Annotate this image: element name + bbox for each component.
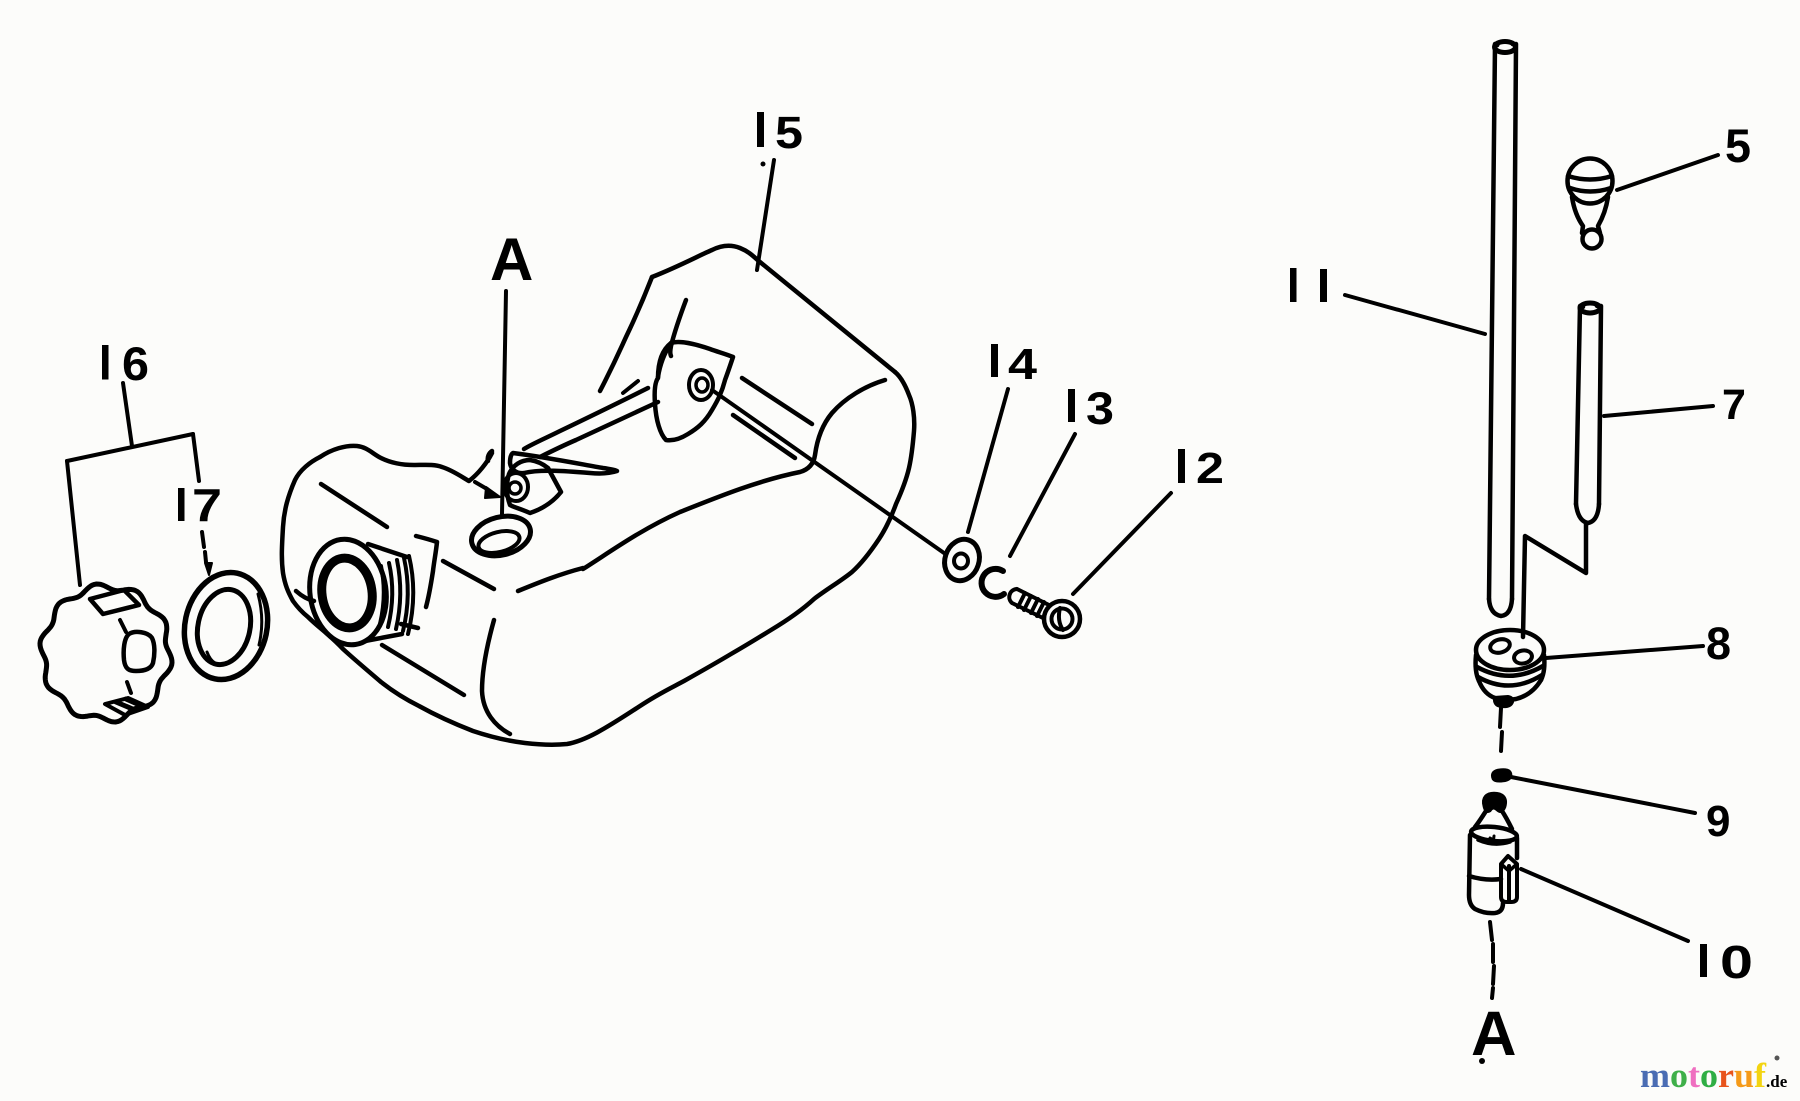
svg-text:7: 7: [192, 479, 222, 531]
svg-text:.de: .de: [1766, 1072, 1788, 1091]
svg-text:6: 6: [122, 337, 149, 390]
svg-text:9: 9: [1706, 797, 1730, 846]
svg-text:5: 5: [1725, 119, 1751, 172]
svg-text:4: 4: [1008, 340, 1038, 389]
svg-text:3: 3: [1086, 383, 1114, 434]
svg-text:7: 7: [1722, 381, 1746, 429]
svg-text:A: A: [490, 226, 533, 293]
svg-text:5: 5: [775, 107, 803, 158]
svg-text:2: 2: [1196, 444, 1224, 493]
svg-text:8: 8: [1706, 618, 1731, 669]
svg-text:0: 0: [1720, 936, 1753, 988]
svg-text:A: A: [1471, 999, 1517, 1069]
svg-text:motoruf: motoruf: [1640, 1056, 1766, 1095]
